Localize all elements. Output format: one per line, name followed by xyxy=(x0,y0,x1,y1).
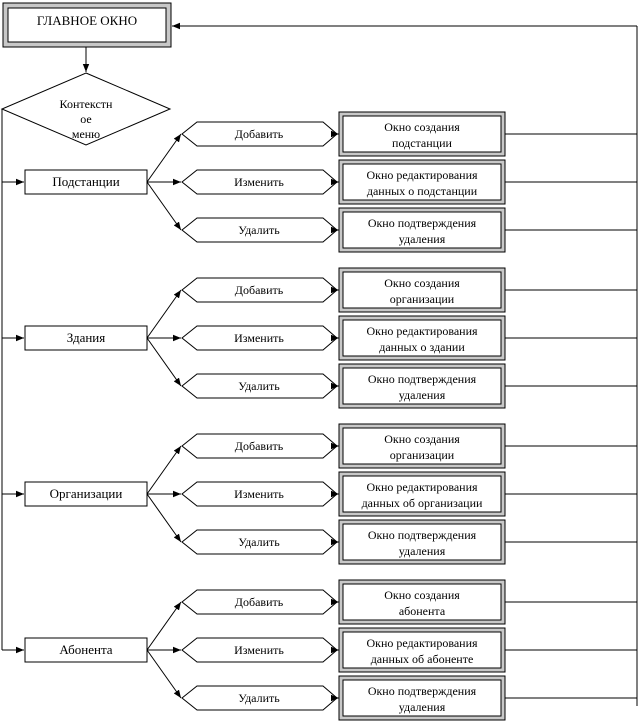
category-label: Подстанции xyxy=(52,174,119,189)
edit-window-label-line-1: Окно редактирования xyxy=(366,636,478,650)
edit-window-label-line-1: Окно редактирования xyxy=(366,480,478,494)
edit-window-label-line-2: данных об организации xyxy=(362,496,483,510)
arrow-to-add-action xyxy=(146,289,182,339)
delete-window-label-line-1: Окно подтверждения xyxy=(368,372,477,386)
add-window-label-line-1: Окно создания xyxy=(384,120,460,134)
category-group-1: Подстанции Добавить Окно создания подстанци… xyxy=(2,111,637,253)
edit-action-label: Изменить xyxy=(234,487,284,501)
category-box xyxy=(24,169,148,195)
edit-window-label-line-2: данных об абоненте xyxy=(371,652,474,666)
category-label: Здания xyxy=(67,330,105,345)
delete-action-label: Удалить xyxy=(238,535,280,549)
delete-window-label-line-2: удаления xyxy=(399,700,446,714)
edit-window-box xyxy=(342,475,502,513)
delete-window-box xyxy=(342,367,502,405)
edit-window-label-line-1: Окно редактирования xyxy=(366,324,478,338)
arrow-to-add-action xyxy=(146,133,182,183)
edit-action-label: Изменить xyxy=(234,175,284,189)
add-window-label-line-1: Окно создания xyxy=(384,432,460,446)
edit-window-label-line-2: данных о подстанции xyxy=(367,184,478,198)
add-window-label-line-2: подстанции xyxy=(392,136,452,150)
category-group-2: Здания Добавить Окно создания организацииИз… xyxy=(2,267,637,409)
arrow-to-delete-action xyxy=(146,493,182,543)
add-window-label-line-2: организации xyxy=(390,292,455,306)
delete-action-label: Удалить xyxy=(238,223,280,237)
delete-window-box xyxy=(342,523,502,561)
main-window-node: ГЛАВНОЕ ОКНО xyxy=(2,2,172,48)
add-window-label-line-1: Окно создания xyxy=(384,588,460,602)
context-menu-label-line-3: меню xyxy=(72,127,100,141)
category-group-4: Абонента Добавить Окно создания абонентаИзм… xyxy=(2,579,637,721)
category-box xyxy=(24,481,148,507)
context-menu-node: Контекстн ое меню xyxy=(0,72,172,146)
category-group-3: Организации Добавить Окно создания организа… xyxy=(2,423,637,565)
edit-window-label-line-2: данных о здании xyxy=(379,340,465,354)
category-box xyxy=(24,325,148,351)
add-window-box xyxy=(342,271,502,309)
delete-window-label-line-1: Окно подтверждения xyxy=(368,684,477,698)
add-action-label: Добавить xyxy=(235,283,284,297)
add-window-box xyxy=(342,427,502,465)
arrow-to-delete-action xyxy=(146,181,182,231)
delete-action-label: Удалить xyxy=(238,691,280,705)
edit-window-label-line-1: Окно редактирования xyxy=(366,168,478,182)
add-window-label-line-1: Окно создания xyxy=(384,276,460,290)
edit-action-label: Изменить xyxy=(234,643,284,657)
delete-window-label-line-1: Окно подтверждения xyxy=(368,528,477,542)
edit-window-box xyxy=(342,163,502,201)
add-window-box xyxy=(342,583,502,621)
add-window-label-line-2: абонента xyxy=(399,604,446,618)
add-action-label: Добавить xyxy=(235,595,284,609)
add-action-label: Добавить xyxy=(235,127,284,141)
arrow-to-delete-action xyxy=(146,337,182,387)
arrow-to-delete-action xyxy=(146,649,182,699)
edit-window-box xyxy=(342,631,502,669)
delete-action-label: Удалить xyxy=(238,379,280,393)
delete-window-box xyxy=(342,211,502,249)
context-menu-label-line-1: Контекстн xyxy=(60,97,114,111)
delete-window-label-line-1: Окно подтверждения xyxy=(368,216,477,230)
delete-window-label-line-2: удаления xyxy=(399,544,446,558)
arrow-to-add-action xyxy=(146,445,182,495)
delete-window-box xyxy=(342,679,502,717)
edit-window-box xyxy=(342,319,502,357)
delete-window-label-line-2: удаления xyxy=(399,232,446,246)
delete-window-label-line-2: удаления xyxy=(399,388,446,402)
add-window-label-line-2: организации xyxy=(390,448,455,462)
category-label: Организации xyxy=(50,486,123,501)
main-window-label: ГЛАВНОЕ ОКНО xyxy=(37,13,137,28)
category-label: Абонента xyxy=(59,642,112,657)
add-action-label: Добавить xyxy=(235,439,284,453)
edit-action-label: Изменить xyxy=(234,331,284,345)
arrow-to-add-action xyxy=(146,601,182,651)
add-window-box xyxy=(342,115,502,153)
context-menu-label-line-2: ое xyxy=(80,112,91,126)
